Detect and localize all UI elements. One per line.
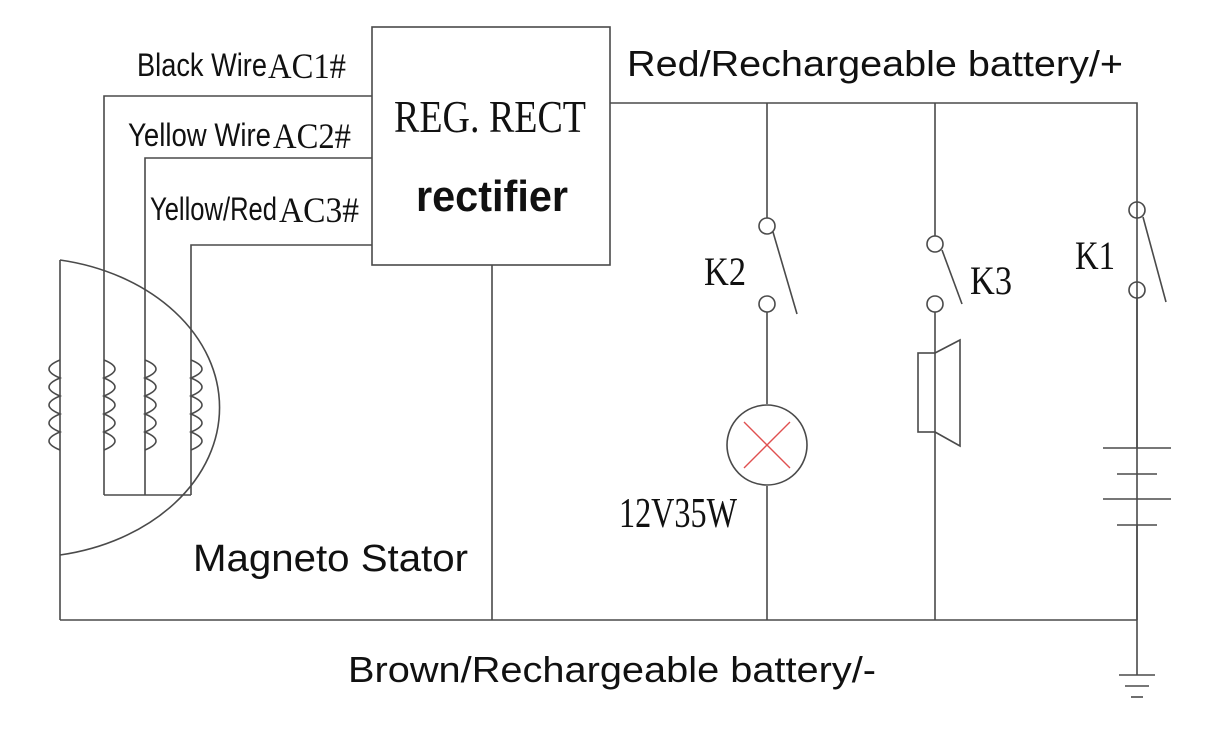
negative-rail-label: Brown/Rechargeable battery/- [348, 649, 876, 690]
black-wire-label: Black Wire [137, 47, 267, 83]
yellow-wire-code: AC2# [273, 116, 351, 156]
k2-branch [758, 103, 798, 620]
stator-label: Magneto Stator [193, 538, 468, 580]
k2-label: K2 [704, 249, 746, 294]
stator-winding-2 [101, 95, 372, 495]
yellow-red-wire-code: AC3# [279, 190, 359, 230]
stator-winding-3 [142, 157, 372, 495]
stator-outline [59, 259, 221, 556]
horn-icon [917, 338, 961, 448]
positive-rail-label: Red/Rechargeable battery/+ [627, 43, 1123, 84]
ground-icon [1119, 620, 1155, 698]
battery-icon [1103, 447, 1171, 526]
k3-branch [926, 103, 963, 620]
rectifier-box [371, 26, 611, 266]
lamp-icon [726, 404, 808, 486]
stator-winding-1 [48, 260, 63, 620]
rectifier-subtitle: rectifier [416, 172, 568, 221]
stator-winding-4 [188, 244, 372, 495]
yellow-red-wire-label: Yellow/Red [150, 191, 277, 227]
lamp-rating-label: 12V35W [619, 491, 737, 537]
k1-branch [1128, 201, 1167, 620]
rectifier-title: REG. RECT [394, 91, 586, 142]
k3-label: K3 [970, 258, 1012, 303]
k1-label: K1 [1075, 233, 1115, 278]
black-wire-code: AC1# [268, 46, 346, 86]
positive-rail [610, 102, 1138, 620]
yellow-wire-label: Yellow Wire [128, 117, 271, 153]
